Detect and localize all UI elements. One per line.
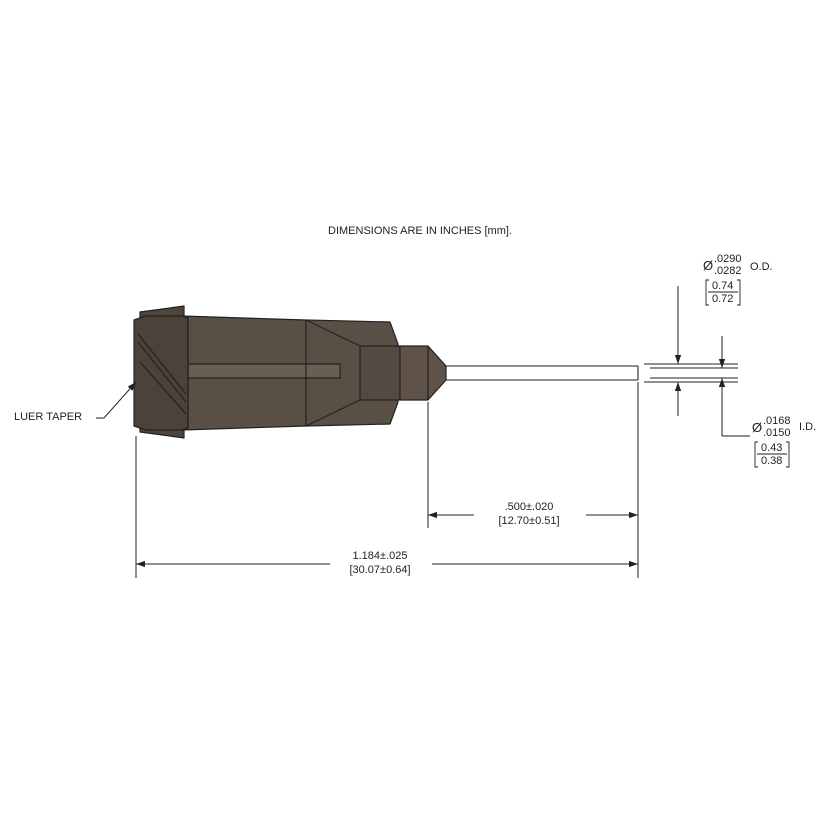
od-callout: Ø .0290 .0282 O.D. 0.74 0.72 [703, 253, 773, 306]
od-mm-bracket [705, 279, 741, 306]
needle-length-inches: .500±.020 [505, 501, 554, 513]
od-suffix: O.D. [750, 261, 773, 273]
id-mm-bracket [754, 441, 790, 468]
hub-luer-face [133, 315, 189, 431]
luer-taper-label: LUER TAPER [14, 411, 82, 423]
od-max-in: .0290 [714, 253, 742, 265]
overall-length-mm: [30.07±0.64] [349, 564, 410, 576]
cannula [446, 365, 639, 381]
hub-nose [359, 345, 401, 401]
id-max-in: .0168 [763, 415, 791, 427]
overall-length-dimension: 1.184±.025 [30.07±0.64] [136, 550, 638, 576]
extension-lines [135, 382, 639, 578]
id-min-mm: 0.38 [761, 455, 782, 467]
needle-hub [133, 305, 447, 439]
section-lines [644, 363, 738, 383]
id-suffix: I.D. [799, 421, 816, 433]
id-callout: Ø .0168 .0150 I.D. 0.43 0.38 [752, 415, 816, 468]
hub-rib [187, 363, 341, 379]
hub-shoulder-bottom [305, 399, 361, 427]
id-max-mm: 0.43 [761, 442, 782, 454]
od-diameter-symbol: Ø [703, 258, 713, 273]
hub-shoulder-top [305, 319, 361, 347]
od-min-mm: 0.72 [712, 293, 733, 305]
needle-length-dimension: .500±.020 [12.70±0.51] [428, 501, 638, 527]
od-min-in: .0282 [714, 265, 742, 277]
od-max-mm: 0.74 [712, 280, 733, 292]
id-dimension [718, 336, 750, 437]
drawing-title: DIMENSIONS ARE IN INCHES [mm]. [328, 225, 512, 237]
id-diameter-symbol: Ø [752, 420, 762, 435]
needle-length-mm: [12.70±0.51] [498, 515, 559, 527]
hub-collar [399, 345, 447, 401]
overall-length-inches: 1.184±.025 [353, 550, 408, 562]
luer-taper-callout: LUER TAPER [14, 381, 137, 423]
id-min-in: .0150 [763, 427, 791, 439]
hub-flange-top-lip [139, 305, 185, 319]
hub-thread [137, 333, 187, 415]
luer-taper-leader [96, 381, 137, 419]
